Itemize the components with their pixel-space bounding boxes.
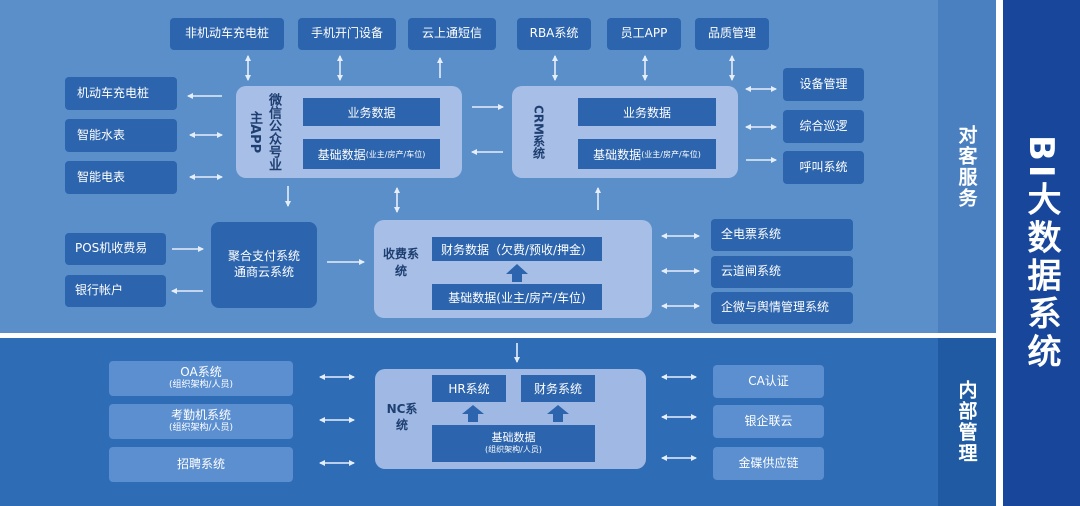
bank-account-box: 银行帐户 — [65, 275, 166, 307]
wechat-basic-data: 基础数据(业主/房产/车位) — [303, 139, 440, 169]
client-service-label: 对客服务 — [938, 0, 996, 333]
top-system-box: 员工APP — [607, 18, 681, 50]
finance-system-box: 财务系统 — [521, 375, 595, 402]
aggregate-payment-box: 聚合支付系统通商云系统 — [211, 222, 317, 308]
left-system-box: 智能水表 — [65, 119, 177, 152]
nc-basic-data-box: 基础数据(组织架构/人员) — [432, 425, 595, 462]
up-arrow-icon — [462, 405, 484, 422]
pos-box: POS机收费易 — [65, 233, 166, 265]
charging-right-box: 全电票系统 — [711, 219, 853, 251]
top-system-box: 非机动车充电桩 — [170, 18, 284, 50]
internal-left-box: 考勤机系统(组织架构/人员) — [109, 404, 293, 439]
up-arrow-icon — [547, 405, 569, 422]
internal-left-box: 招聘系统 — [109, 447, 293, 482]
system-title: BI大数据系统 — [1021, 134, 1061, 372]
crm-business-data: 业务数据 — [578, 98, 716, 126]
top-system-box: RBA系统 — [517, 18, 591, 50]
internal-right-box: 金碟供应链 — [713, 447, 824, 480]
charging-label: 收费系统 — [382, 247, 419, 278]
charging-right-box: 云道闸系统 — [711, 256, 853, 288]
crm-basic-data: 基础数据(业主/房产/车位) — [578, 139, 716, 169]
top-system-box: 手机开门设备 — [298, 18, 396, 50]
internal-right-box: CA认证 — [713, 365, 824, 398]
charging-basic-data-box: 基础数据(业主/房产/车位) — [432, 284, 602, 310]
crm-label: CRM系统 — [531, 105, 546, 159]
right-system-box: 呼叫系统 — [783, 151, 864, 184]
left-system-box: 机动车充电桩 — [65, 77, 177, 110]
right-system-box: 设备管理 — [783, 68, 864, 101]
finance-data-box: 财务数据（欠费/预收/押金） — [432, 237, 602, 261]
left-system-box: 智能电表 — [65, 161, 177, 194]
wechat-app-label: 微信公众号业主APP — [247, 93, 281, 171]
internal-right-box: 银企联云 — [713, 405, 824, 438]
top-system-box: 云上通短信 — [408, 18, 496, 50]
right-system-box: 综合巡逻 — [783, 110, 864, 143]
up-arrow-icon — [506, 264, 528, 282]
internal-left-box: OA系统(组织架构/人员) — [109, 361, 293, 396]
top-system-box: 品质管理 — [695, 18, 769, 50]
wechat-business-data: 业务数据 — [303, 98, 440, 126]
internal-mgmt-label: 内部管理 — [938, 338, 996, 506]
nc-label: NC系统 — [386, 402, 418, 432]
charging-right-box: 企微与舆情管理系统 — [711, 292, 853, 324]
hr-system-box: HR系统 — [432, 375, 506, 402]
system-title-bar: BI大数据系统 — [1003, 0, 1080, 506]
